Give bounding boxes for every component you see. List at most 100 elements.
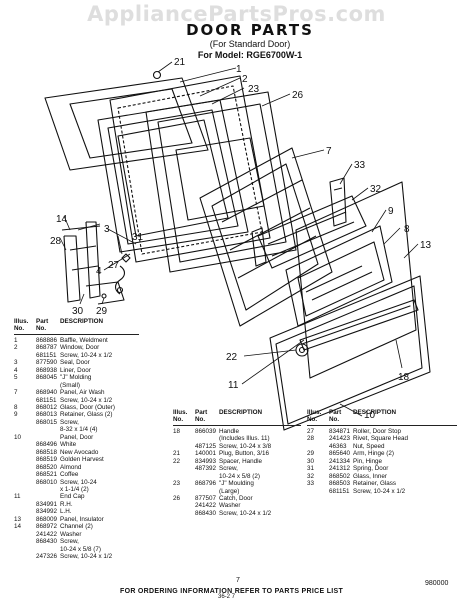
- part-number: [36, 434, 60, 441]
- callout-9: 9: [388, 206, 394, 217]
- illus-number: 32: [307, 472, 315, 480]
- part-description: Screw,: [219, 465, 238, 473]
- part-number: 868938: [36, 366, 58, 374]
- handwritten-note: 36-2 7: [218, 594, 236, 600]
- part-number: 865640: [329, 450, 351, 458]
- illus-number: 4: [14, 366, 18, 374]
- header-illus: Illus. No.: [173, 409, 188, 424]
- part-number: [195, 473, 219, 480]
- illus-number: 5: [14, 374, 18, 382]
- part-description: Screw, 10-24 x 3/8: [219, 442, 272, 450]
- part-number: 834992: [36, 508, 58, 516]
- illus-number: 23: [173, 480, 181, 488]
- part-description: Screw, 10-24 x 1/2: [60, 396, 113, 404]
- part-description: New Avocado: [60, 448, 99, 456]
- part-number: 140001: [195, 450, 217, 458]
- part-number: 866039: [195, 427, 217, 435]
- callout-4: 4: [96, 266, 102, 277]
- part-number: 834991: [36, 500, 58, 508]
- part-number: 247326: [36, 553, 58, 561]
- part-number: 868787: [36, 344, 58, 352]
- part-description: "J" Moulding: [219, 480, 254, 488]
- part-number: [195, 488, 219, 495]
- part-number: 868520: [36, 463, 58, 471]
- part-description: White: [60, 441, 77, 449]
- part-description: Screw, 10-24 x 1/2: [60, 553, 113, 561]
- illus-number: [14, 508, 36, 515]
- part-number: 868796: [195, 480, 217, 488]
- part-number: 834993: [195, 457, 217, 465]
- callout-30: 30: [72, 306, 84, 317]
- part-description: Panel, Door: [60, 433, 94, 441]
- illus-number: [173, 510, 195, 517]
- illus-number: 22: [173, 457, 181, 465]
- part-description: Plug, Button, 3/16: [219, 450, 270, 458]
- table-row: 10-24 x 5/8 (2): [173, 473, 301, 480]
- part-number: 868496: [36, 441, 58, 449]
- part-number: 46363: [329, 442, 347, 450]
- part-description: (Large): [219, 487, 240, 495]
- part-description: Glass, Inner: [353, 472, 387, 480]
- part-number: [195, 435, 219, 442]
- part-description: Liner, Door: [60, 366, 91, 374]
- callout-8: 8: [404, 224, 410, 235]
- illus-number: [14, 553, 36, 560]
- watermark: AppliancePartsPros.com: [87, 2, 386, 26]
- illus-number: [173, 465, 195, 472]
- header-illus: Illus. No.: [14, 318, 29, 333]
- illus-number: [14, 397, 36, 404]
- part-number: 877590: [36, 359, 58, 367]
- part-description: x 1-1/4 (2): [60, 485, 89, 493]
- illus-number: 7: [14, 389, 18, 397]
- outer-glass-part: [285, 225, 393, 327]
- illus-number: [14, 531, 36, 538]
- illus-number: 11: [14, 493, 21, 501]
- callout-32: 32: [370, 184, 382, 195]
- hinge-assembly-part: [61, 221, 131, 305]
- callout-2: 2: [242, 74, 248, 85]
- table-header: Illus. No. Part No. DESCRIPTION: [307, 409, 457, 426]
- illus-number: 30: [307, 457, 315, 465]
- table-row: (Includes Illus. 11): [173, 435, 301, 442]
- part-number: [36, 493, 60, 500]
- table-header: Illus. No. Part No. DESCRIPTION: [173, 409, 301, 426]
- part-description: Spring, Door: [353, 465, 389, 473]
- callout-14: 14: [56, 214, 68, 225]
- part-description: Window, Door: [60, 344, 100, 352]
- part-number: 868521: [36, 471, 58, 479]
- callout-21: 21: [174, 57, 186, 68]
- illus-number: 27: [307, 427, 315, 435]
- header-desc: DESCRIPTION: [219, 409, 263, 416]
- part-description: Nut, Speed: [353, 442, 385, 450]
- callout-10: 10: [364, 410, 376, 421]
- part-number: 868519: [36, 456, 58, 464]
- header-part: Part No.: [195, 409, 208, 424]
- illus-number: 31: [307, 465, 315, 473]
- part-description: Panel, Insulator: [60, 515, 104, 523]
- part-number: 868886: [36, 336, 58, 344]
- table-row: 46363 Nut, Speed: [307, 443, 457, 450]
- door-frame-part: [145, 91, 297, 273]
- illus-number: [14, 538, 36, 545]
- part-description: Washer: [60, 530, 82, 538]
- illus-number: [14, 419, 36, 426]
